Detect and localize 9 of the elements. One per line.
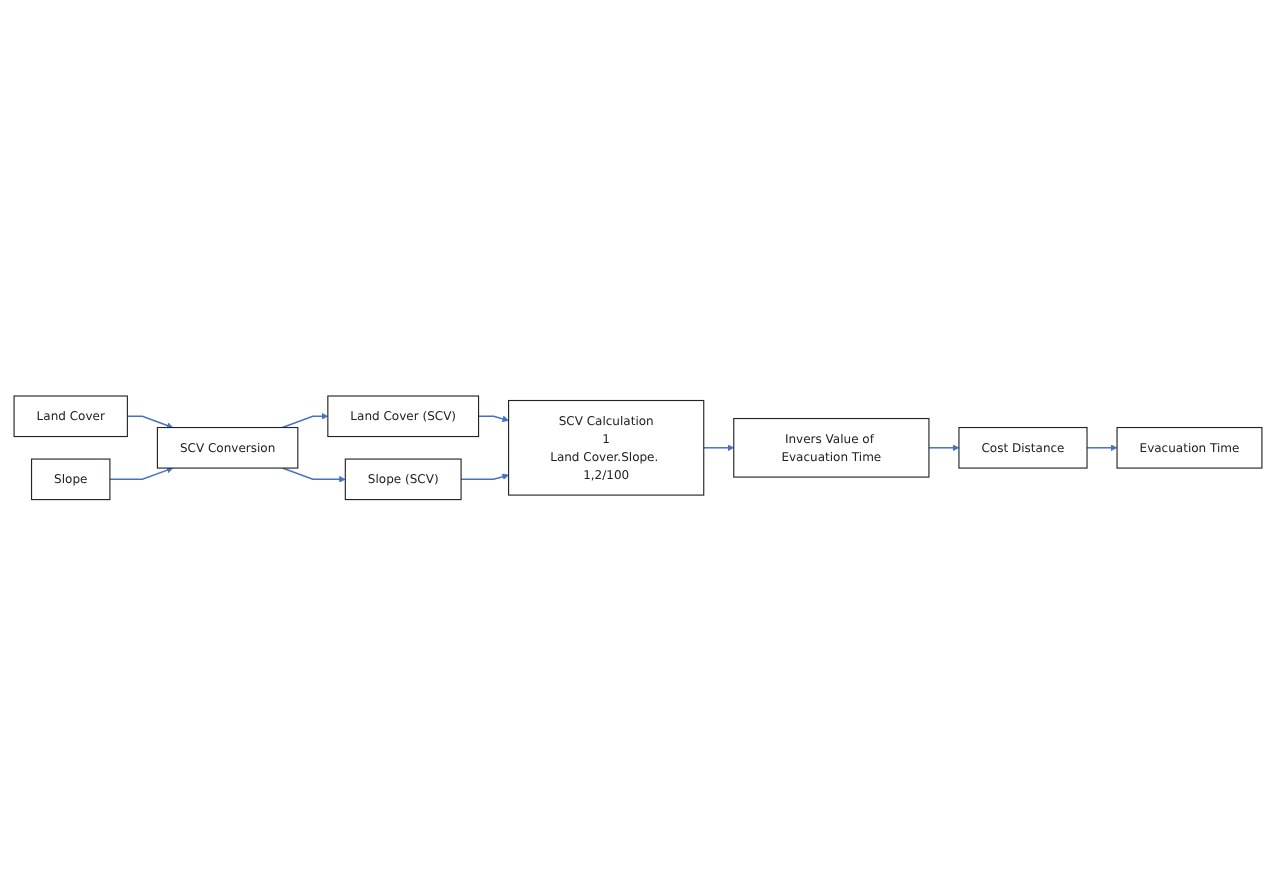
arrow xyxy=(702,444,734,452)
arrow xyxy=(927,444,959,452)
arrow xyxy=(280,467,345,483)
arrow xyxy=(476,415,508,423)
arrow xyxy=(459,473,508,481)
arrow xyxy=(1085,444,1117,452)
arrow xyxy=(125,415,173,429)
arrow xyxy=(280,413,328,429)
arrow xyxy=(108,467,173,481)
